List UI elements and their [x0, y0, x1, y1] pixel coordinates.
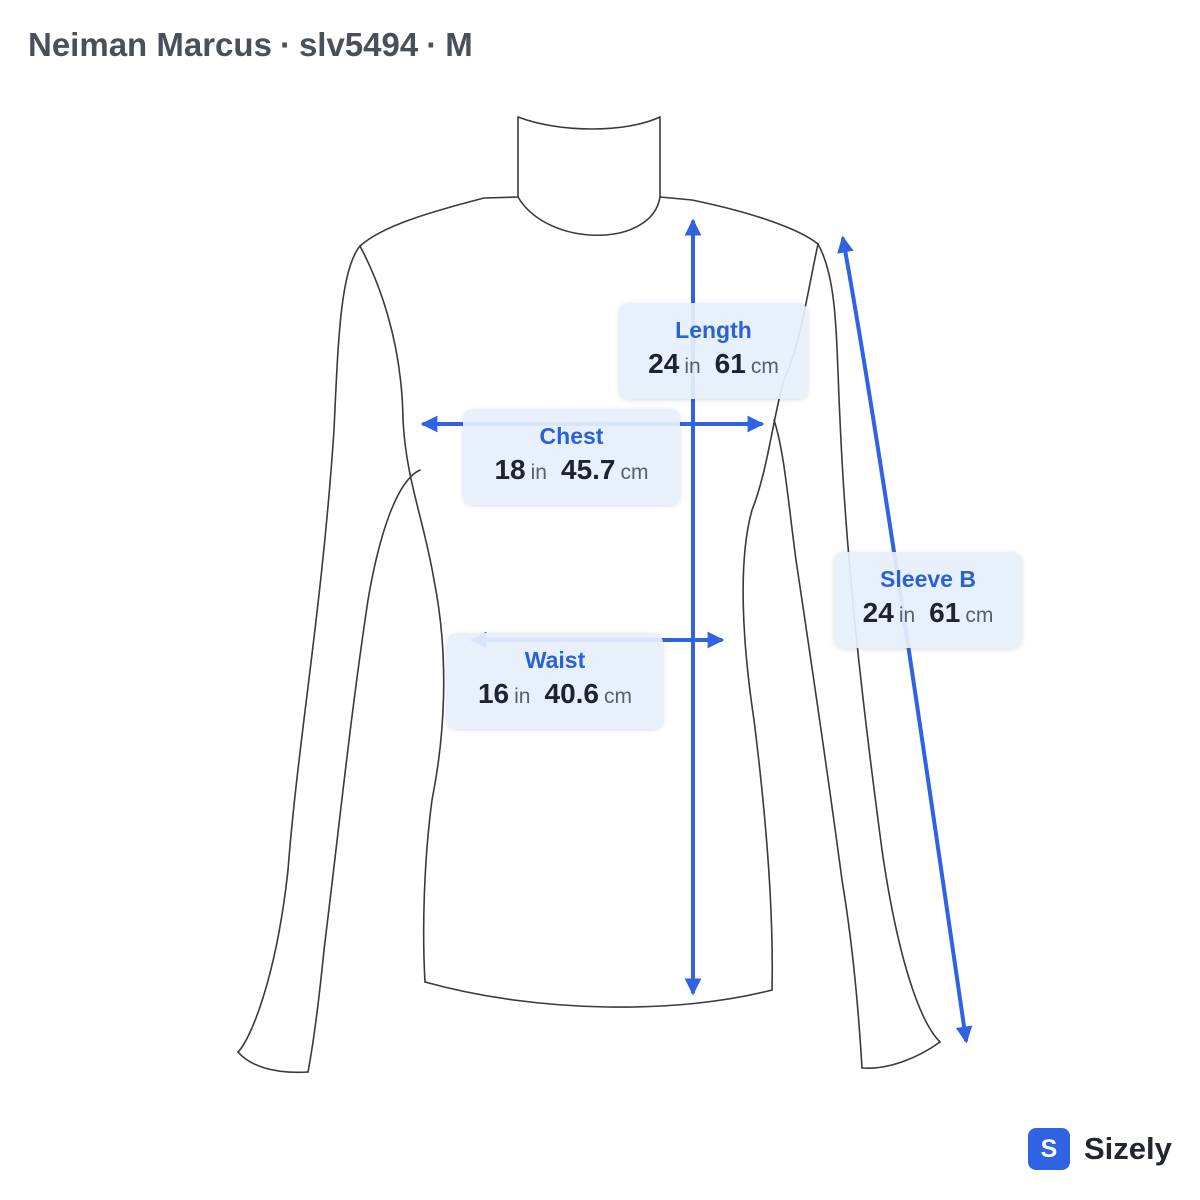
waist-label-name: Waist	[524, 647, 586, 673]
chest-label-name: Chest	[539, 423, 604, 449]
right-cuff	[861, 1041, 941, 1069]
length-cm-unit: cm	[750, 355, 779, 378]
sleeve-label-name: Sleeve B	[880, 566, 976, 592]
waist-cm: 40.6	[544, 678, 600, 709]
sizely-brand-name: Sizely	[1084, 1131, 1172, 1166]
sleeve-inches-unit: in	[898, 604, 916, 627]
sleeve-cm-unit: cm	[965, 604, 994, 627]
left-sleeve-outer	[237, 245, 361, 1053]
title-separator-2: ·	[426, 26, 438, 63]
right-sleeve-inner	[773, 419, 863, 1069]
right-shoulder	[659, 196, 819, 245]
hem	[424, 981, 773, 1008]
left-body	[359, 245, 445, 983]
length-cm: 61	[714, 348, 746, 379]
waist-inches-unit: in	[514, 685, 531, 708]
left-sleeve-inner	[307, 469, 421, 1073]
length-label-name: Length	[675, 317, 752, 343]
length-inches-unit: in	[684, 355, 701, 378]
sleeve-inches: 24	[862, 597, 894, 628]
chest-cm: 45.7	[561, 454, 616, 485]
title-size: M	[445, 26, 473, 63]
chest-cm-unit: cm	[620, 461, 649, 484]
chest-inches-unit: in	[530, 461, 547, 484]
title-sku: slv5494	[298, 26, 419, 63]
left-cuff	[237, 1051, 309, 1074]
sizely-badge-icon: S	[1028, 1128, 1070, 1170]
chest-inches: 18	[494, 454, 526, 485]
waist-inches: 16	[477, 678, 510, 709]
left-shoulder	[359, 196, 519, 247]
title-brand: Neiman Marcus	[28, 26, 272, 63]
length-inches: 24	[648, 348, 680, 379]
waist-cm-unit: cm	[604, 685, 632, 708]
page-title: Neiman Marcus·slv5494·M	[28, 26, 473, 64]
collar-top	[517, 116, 661, 130]
sleeve-cm: 61	[929, 597, 961, 628]
sizely-logo: S Sizely	[1028, 1127, 1172, 1171]
title-separator-1: ·	[279, 26, 291, 63]
collar-front	[517, 116, 661, 236]
